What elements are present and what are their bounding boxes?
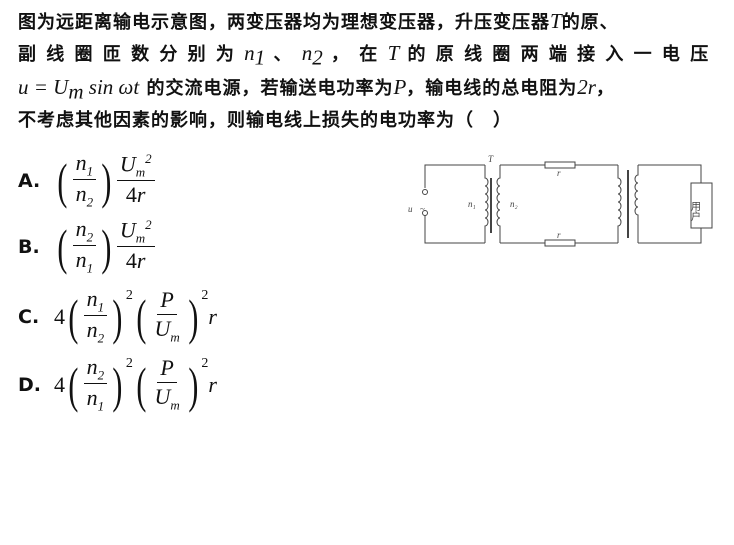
question-line-3: u = Um sin ωt 的交流电源，若输送电功率为P，输电线的总电阻为2r， [18, 75, 615, 104]
svg-text:T: T [488, 154, 494, 164]
question-line-4: 不考虑其他因素的影响，则输电线上损失的电功率为（ ） [18, 110, 512, 131]
primary-coil-2 [617, 165, 622, 243]
svg-text:r: r [557, 230, 561, 240]
user-load [690, 182, 713, 229]
svg-text:n₁: n₁ [468, 199, 476, 209]
svg-text:~: ~ [420, 204, 425, 214]
question-line-2: 副 线 圈 匝 数 分 别 为 n1 、 n2 ， 在 T 的 原 线 圈 两 … [18, 41, 711, 70]
svg-text:r: r [557, 168, 561, 178]
question-line-1: 图为远距离输电示意图，两变压器均为理想变压器，升压变压器T的原、 [18, 9, 619, 33]
resistor-top [544, 161, 576, 169]
svg-text:u: u [408, 204, 413, 214]
svg-text:n₂: n₂ [510, 199, 518, 209]
user-label: 用户 [689, 201, 701, 222]
resistor-bottom [544, 239, 576, 247]
primary-coil-1 [484, 165, 489, 243]
secondary-coil-1 [496, 165, 501, 243]
secondary-coil-2 [634, 165, 639, 243]
